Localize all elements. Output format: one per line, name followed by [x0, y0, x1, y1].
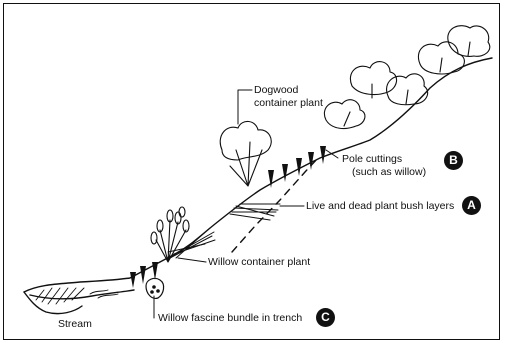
stream-bank-hatching — [36, 288, 118, 304]
label-dogwood-line1: Dogwood — [254, 84, 298, 96]
label-dogwood-line2: container plant — [254, 97, 323, 109]
dogwood-container-plant — [220, 121, 271, 186]
label-bush-layers: Live and dead plant bush layers — [306, 200, 454, 212]
label-pole-cuttings-line2: (such as willow) — [352, 166, 426, 178]
label-willow-container: Willow container plant — [208, 256, 310, 268]
bush-layer-fan-upper — [230, 204, 280, 220]
willow-container-plant — [151, 207, 189, 262]
badge-a: A — [462, 196, 481, 215]
label-fascine: Willow fascine bundle in trench — [158, 312, 302, 324]
label-stream: Stream — [58, 318, 92, 330]
upper-slope-shrubs — [324, 26, 489, 129]
badge-c: C — [316, 308, 335, 327]
badge-b: B — [444, 151, 463, 170]
fascine-bundle — [146, 278, 164, 298]
label-pole-cuttings-line1: Pole cuttings — [342, 153, 402, 165]
